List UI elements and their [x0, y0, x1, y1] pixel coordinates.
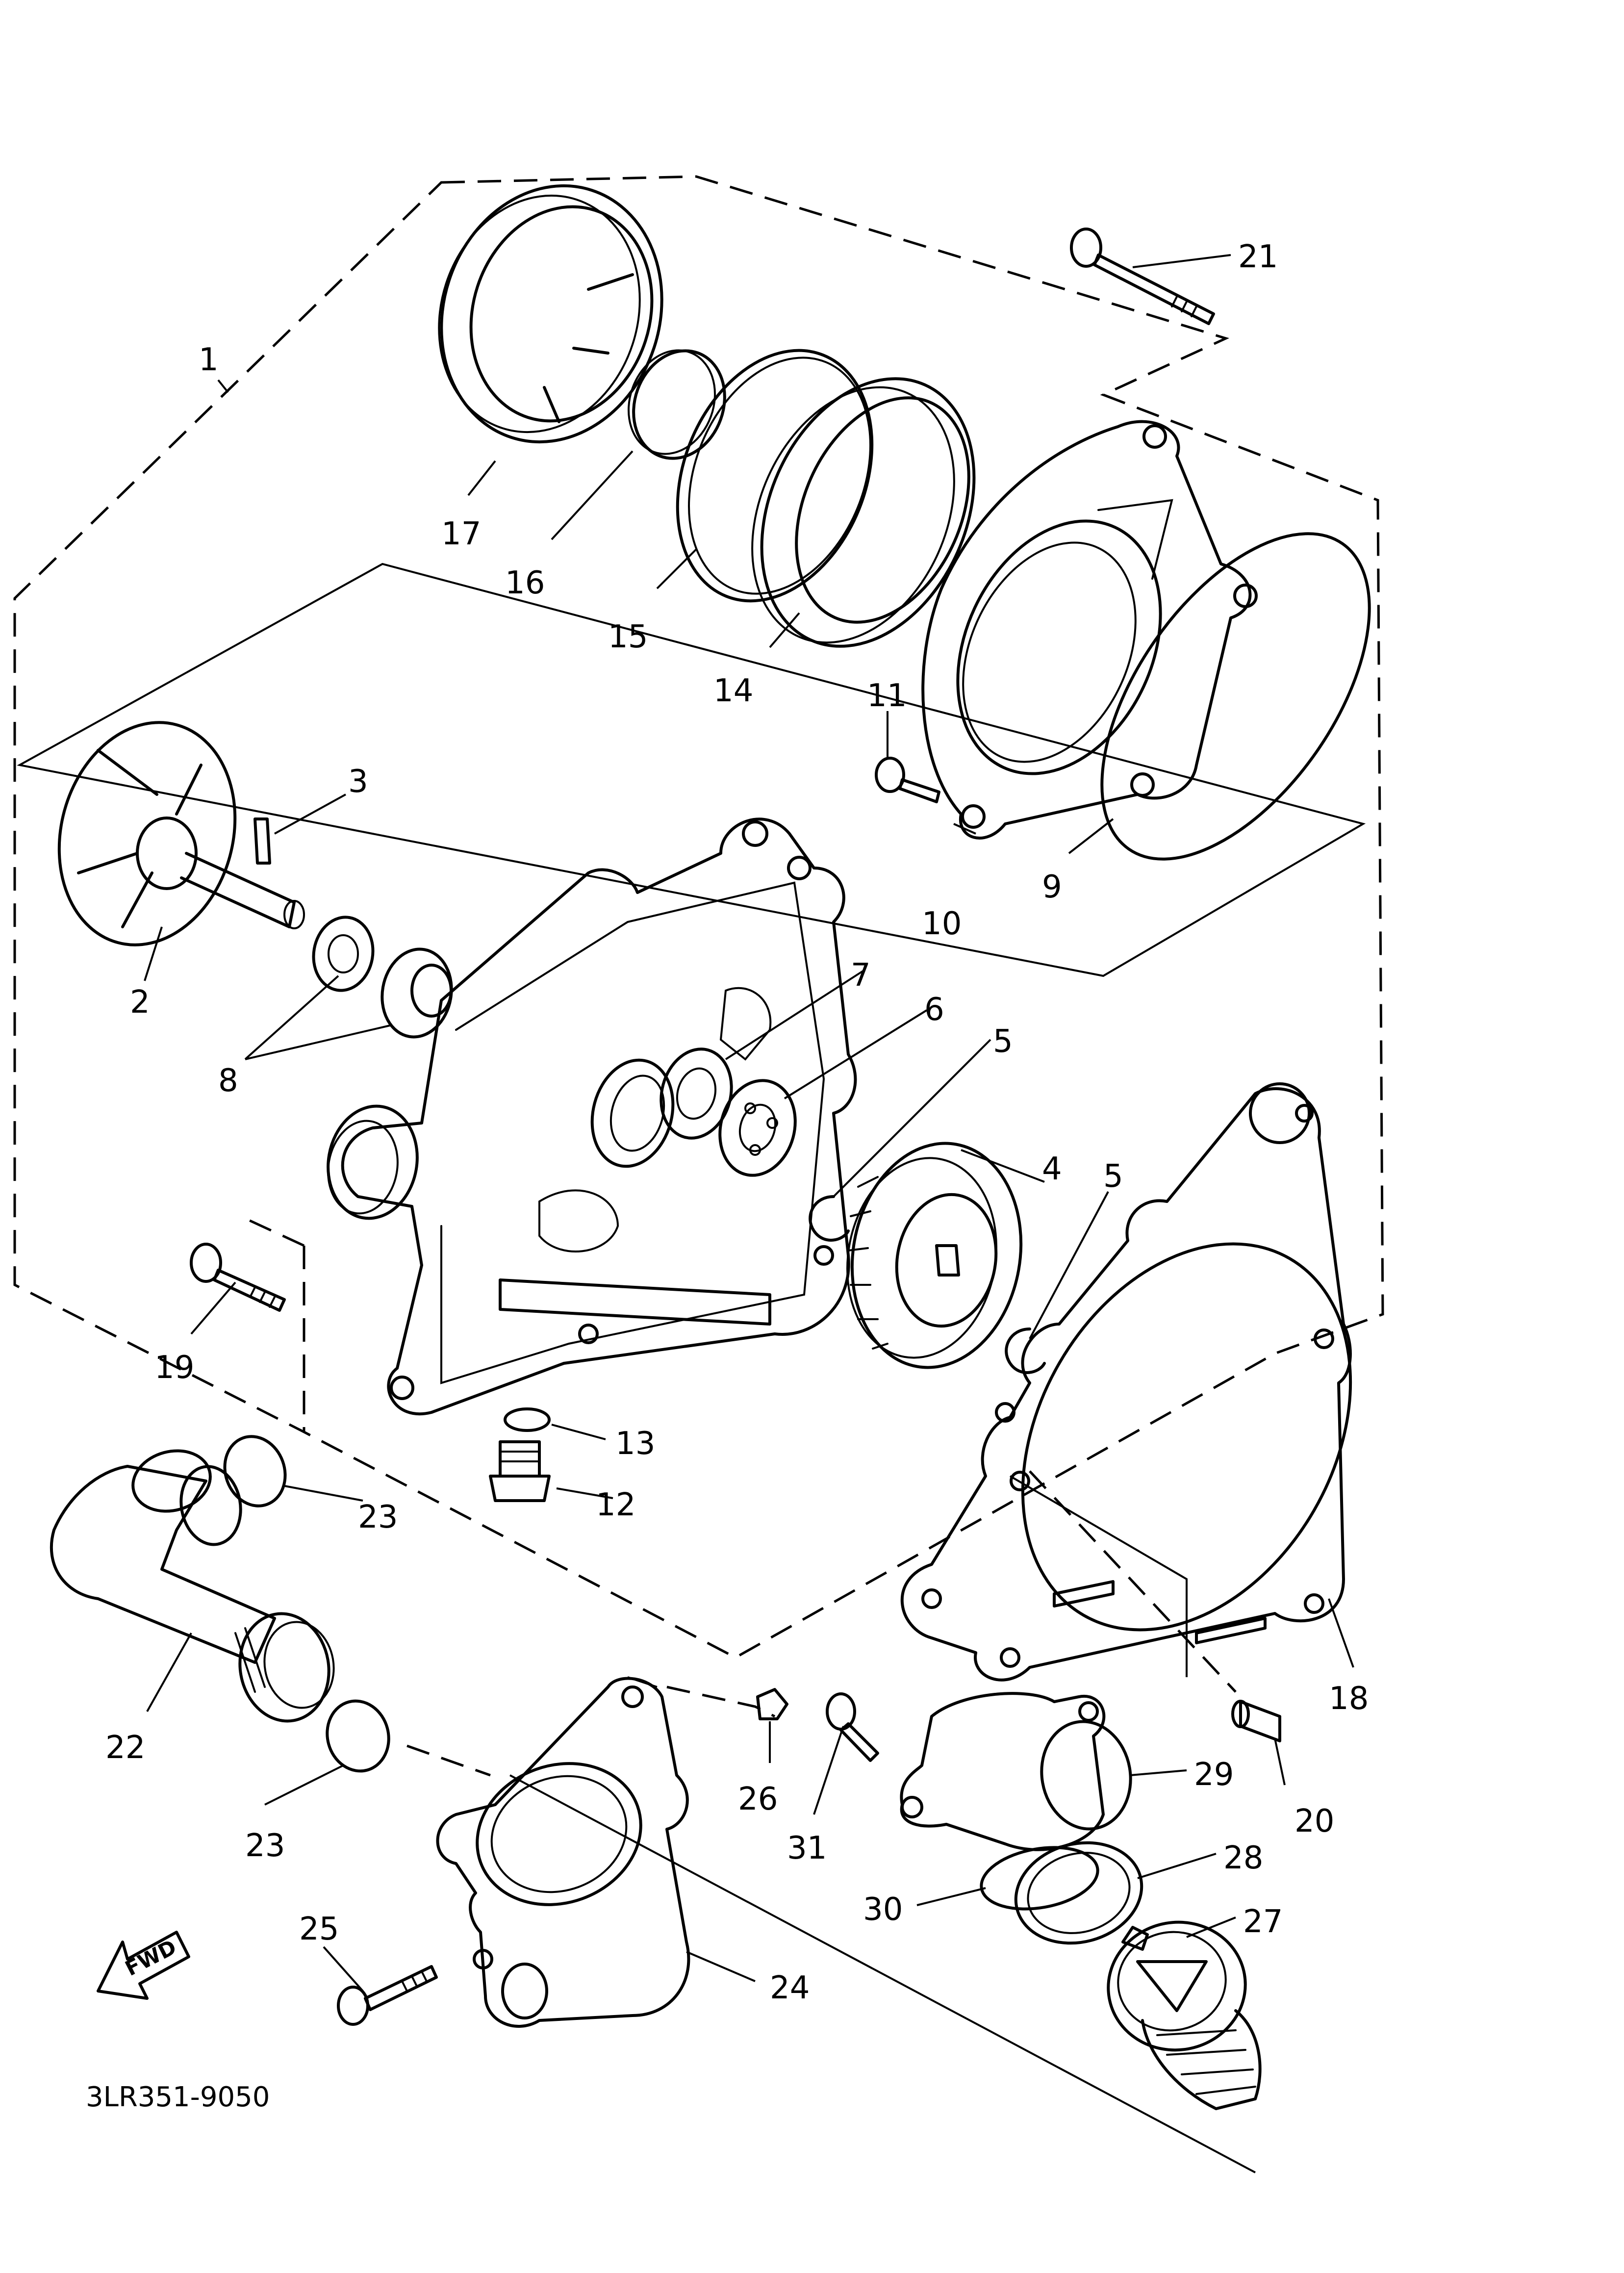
callout-13: 13 — [615, 1426, 655, 1462]
part-25-bolt — [337, 1965, 438, 2026]
callout-23a: 23 — [358, 1499, 398, 1535]
part-8-oil-seals — [312, 916, 453, 1039]
assembly-dashed-outline — [13, 175, 1384, 1777]
callout-19: 19 — [154, 1350, 194, 1386]
part-20-plug — [1231, 1700, 1281, 1742]
callout-3: 3 — [348, 764, 368, 800]
callout-23b: 23 — [245, 1828, 285, 1864]
part-12-plug-bolt — [489, 1440, 551, 1502]
part-11-small-bolt — [875, 757, 940, 803]
callout-26: 26 — [738, 1781, 778, 1817]
callout-22: 22 — [105, 1730, 145, 1766]
projection-guides — [17, 562, 1366, 2173]
part-22-elbow-pipe — [50, 1449, 335, 1723]
part-24-thermostat-housing — [436, 1677, 690, 2028]
callout-29: 29 — [1194, 1757, 1234, 1793]
part-9-large-o-ring — [1100, 532, 1371, 861]
callout-6: 6 — [924, 992, 944, 1028]
direction-label: FWD — [121, 1935, 180, 1981]
callout-labels: 1 2 3 4 5 5 6 7 8 9 10 11 12 13 14 15 16… — [105, 239, 1369, 2006]
callout-28: 28 — [1223, 1840, 1263, 1876]
forward-arrow-icon: FWD — [97, 1931, 190, 2000]
callout-1: 1 — [199, 342, 219, 378]
part-10-pump-cover — [921, 420, 1258, 840]
callout-9: 9 — [1042, 869, 1062, 905]
callout-27: 27 — [1243, 1904, 1283, 1940]
part-2-impeller — [57, 721, 305, 946]
part-23-o-ring-upper — [223, 1435, 287, 1507]
callout-18: 18 — [1329, 1681, 1369, 1717]
callout-14: 14 — [713, 673, 753, 709]
part-5-circlip-upper — [809, 1195, 850, 1242]
callout-24: 24 — [770, 1970, 810, 2006]
part-16-cap — [627, 349, 726, 460]
callout-7: 7 — [851, 957, 871, 994]
part-4-gear — [846, 1142, 1023, 1369]
callout-25: 25 — [299, 1911, 339, 1947]
callout-20: 20 — [1294, 1803, 1334, 1839]
callout-5a: 5 — [993, 1023, 1013, 1060]
leader-lines — [144, 254, 1354, 1992]
part-17-seal — [438, 184, 663, 444]
part-3-pin — [254, 817, 271, 865]
part-29-thermostat-cover — [900, 1692, 1132, 1851]
part-6-bearing — [718, 1079, 797, 1177]
callout-15: 15 — [608, 619, 648, 655]
callout-11: 11 — [867, 678, 907, 714]
part-14-seal-ring — [751, 377, 976, 648]
callout-2: 2 — [130, 984, 150, 1021]
part-21-long-bolt — [1070, 228, 1215, 325]
part-13-washer — [504, 1407, 551, 1432]
callout-5b: 5 — [1103, 1158, 1123, 1195]
callout-21: 21 — [1238, 239, 1278, 275]
callout-4: 4 — [1042, 1151, 1062, 1187]
part-23-o-ring-lower — [326, 1699, 390, 1773]
callout-16: 16 — [505, 565, 545, 601]
part-27-thermostat — [1107, 1920, 1262, 2110]
callout-30: 30 — [863, 1891, 903, 1928]
callout-12: 12 — [596, 1487, 635, 1523]
part-18-gasket — [900, 1082, 1352, 1682]
drawing-code: 3LR351-9050 — [86, 2081, 270, 2113]
callout-10: 10 — [922, 906, 962, 942]
part-15-o-ring — [676, 349, 874, 603]
part-26-plug — [756, 1688, 788, 1720]
part-5-circlip-lower — [1005, 1328, 1046, 1374]
callout-31: 31 — [787, 1830, 827, 1866]
callout-17: 17 — [441, 516, 481, 552]
main-pump-housing — [327, 817, 857, 1416]
part-19-bolt — [190, 1243, 286, 1312]
callout-8: 8 — [218, 1063, 238, 1099]
